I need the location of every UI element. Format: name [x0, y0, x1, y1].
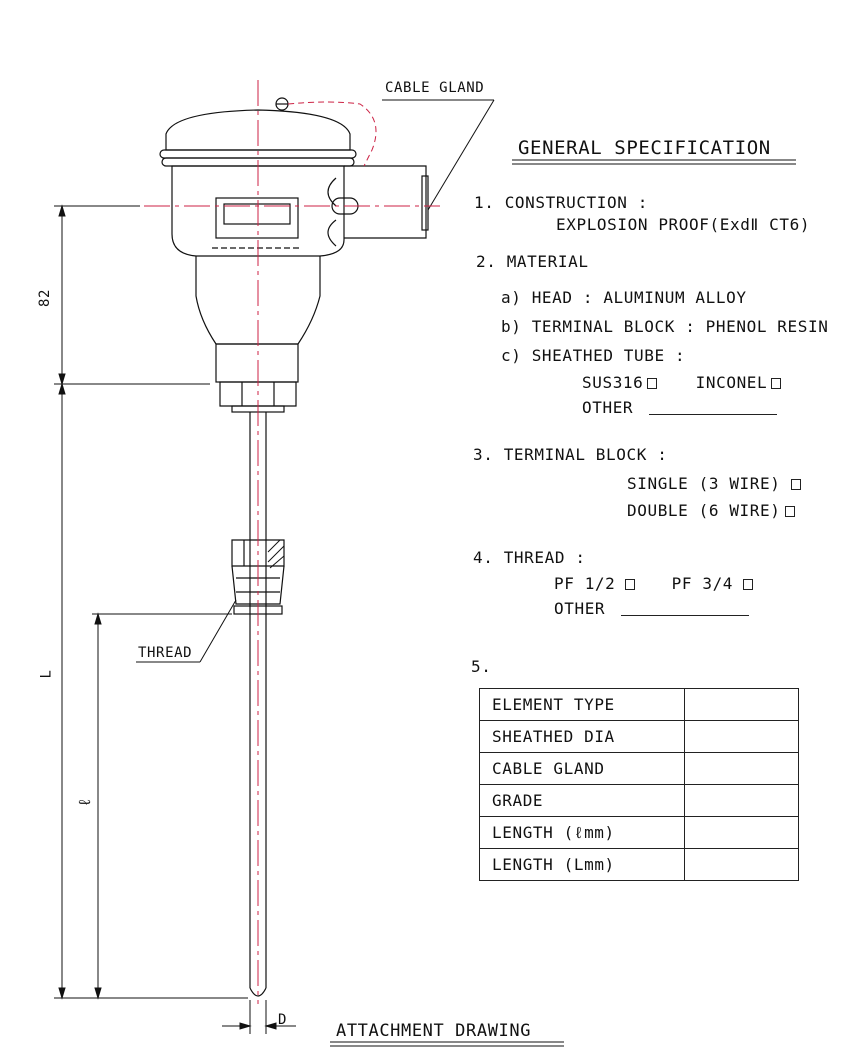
- checkbox-inconel[interactable]: [771, 378, 782, 389]
- thread-label: THREAD: [138, 645, 193, 661]
- table-value[interactable]: [684, 688, 799, 721]
- table-value[interactable]: [684, 816, 799, 849]
- neck-hex: [215, 343, 299, 383]
- checkbox-pf34[interactable]: [743, 579, 754, 590]
- attachment-drawing-title: ATTACHMENT DRAWING: [336, 1021, 532, 1041]
- spec-1-value: EXPLOSION PROOF(ExdⅡ CT6): [556, 215, 811, 234]
- nut: [219, 381, 297, 407]
- head-dome: [165, 109, 351, 151]
- option-sus316: SUS316: [582, 373, 644, 392]
- spec-4: 4. THREAD :: [473, 548, 586, 567]
- table-row: SHEATHED DIA: [479, 720, 799, 753]
- option-inconel: INCONEL: [695, 373, 768, 392]
- table-value[interactable]: [684, 752, 799, 785]
- spec-2: 2. MATERIAL: [476, 252, 589, 271]
- table-key: LENGTH (ℓmm): [479, 816, 685, 849]
- gland-port: [344, 165, 427, 239]
- spec-4-other: OTHER: [554, 599, 750, 618]
- spec-table: ELEMENT TYPE SHEATHED DIA CABLE GLAND GR…: [479, 688, 799, 881]
- table-key: SHEATHED DIA: [479, 720, 685, 753]
- checkbox-sus316[interactable]: [647, 378, 658, 389]
- dim-82-label: 82: [37, 288, 54, 308]
- option-double: DOUBLE (6 WIRE): [627, 501, 781, 520]
- table-key: ELEMENT TYPE: [479, 688, 685, 721]
- option-pf12: PF 1/2: [554, 574, 616, 593]
- thread-other-field[interactable]: [621, 601, 750, 616]
- cable-gland-label: CABLE GLAND: [385, 80, 485, 96]
- table-value[interactable]: [684, 784, 799, 817]
- spec-2c-other: OTHER: [582, 398, 778, 417]
- spec-2c-options: SUS316 INCONEL: [582, 373, 782, 392]
- thread-other-label: OTHER: [554, 599, 606, 618]
- table-value[interactable]: [684, 848, 799, 881]
- checkbox-single[interactable]: [790, 479, 801, 490]
- table-row: ELEMENT TYPE: [479, 688, 799, 721]
- dim-l-label: ℓ: [75, 796, 95, 808]
- option-pf34: PF 3/4: [671, 574, 734, 593]
- dim-L-label: L: [38, 669, 55, 679]
- other-label: OTHER: [582, 398, 634, 417]
- spec-2c: c) SHEATHED TUBE :: [501, 346, 686, 365]
- spec-title: GENERAL SPECIFICATION: [518, 137, 771, 159]
- spec-3: 3. TERMINAL BLOCK :: [473, 445, 668, 464]
- spec-3-opt2: DOUBLE (6 WIRE): [627, 501, 795, 520]
- spec-5: 5.: [471, 657, 492, 676]
- table-value[interactable]: [684, 720, 799, 753]
- table-row: CABLE GLAND: [479, 752, 799, 785]
- table-row: LENGTH (ℓmm): [479, 816, 799, 849]
- spec-2a: a) HEAD : ALUMINUM ALLOY: [501, 288, 747, 307]
- table-key: CABLE GLAND: [479, 752, 685, 785]
- dim-D-label: D: [278, 1012, 288, 1028]
- table-key: LENGTH (Lmm): [479, 848, 685, 881]
- table-key: GRADE: [479, 784, 685, 817]
- spec-3-opt1: SINGLE (3 WIRE): [627, 474, 801, 493]
- option-single: SINGLE (3 WIRE): [627, 474, 781, 493]
- spec-2b: b) TERMINAL BLOCK : PHENOL RESIN: [501, 317, 829, 336]
- spec-1: 1. CONSTRUCTION :: [474, 193, 648, 212]
- checkbox-double[interactable]: [784, 506, 795, 517]
- table-row: LENGTH (Lmm): [479, 848, 799, 881]
- spec-4-options: PF 1/2 PF 3/4: [554, 574, 754, 593]
- table-row: GRADE: [479, 784, 799, 817]
- other-field[interactable]: [649, 400, 778, 415]
- nameplate: [215, 197, 299, 239]
- checkbox-pf12[interactable]: [625, 579, 636, 590]
- sheath-tip: [249, 987, 267, 997]
